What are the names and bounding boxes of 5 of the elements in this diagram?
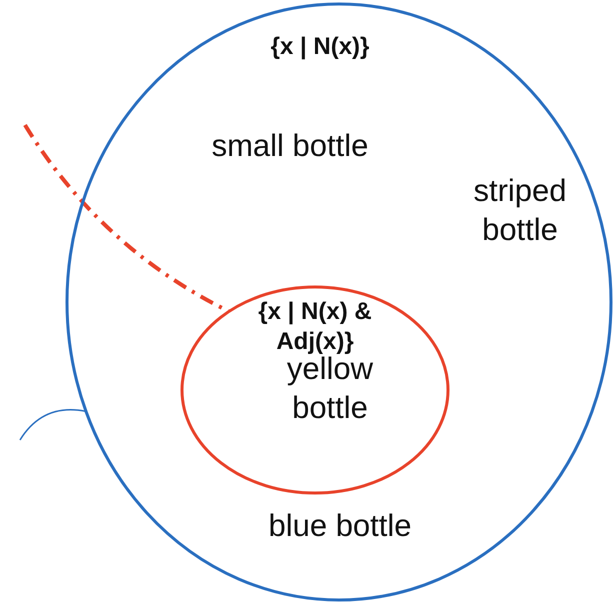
bottle-label: blue bottle [267,507,413,545]
leader-line [19,409,86,440]
bottle-label: small bottle [210,127,370,165]
bottle-label: striped bottle [472,172,568,249]
set-notation: {x | N(x)} [270,32,370,62]
